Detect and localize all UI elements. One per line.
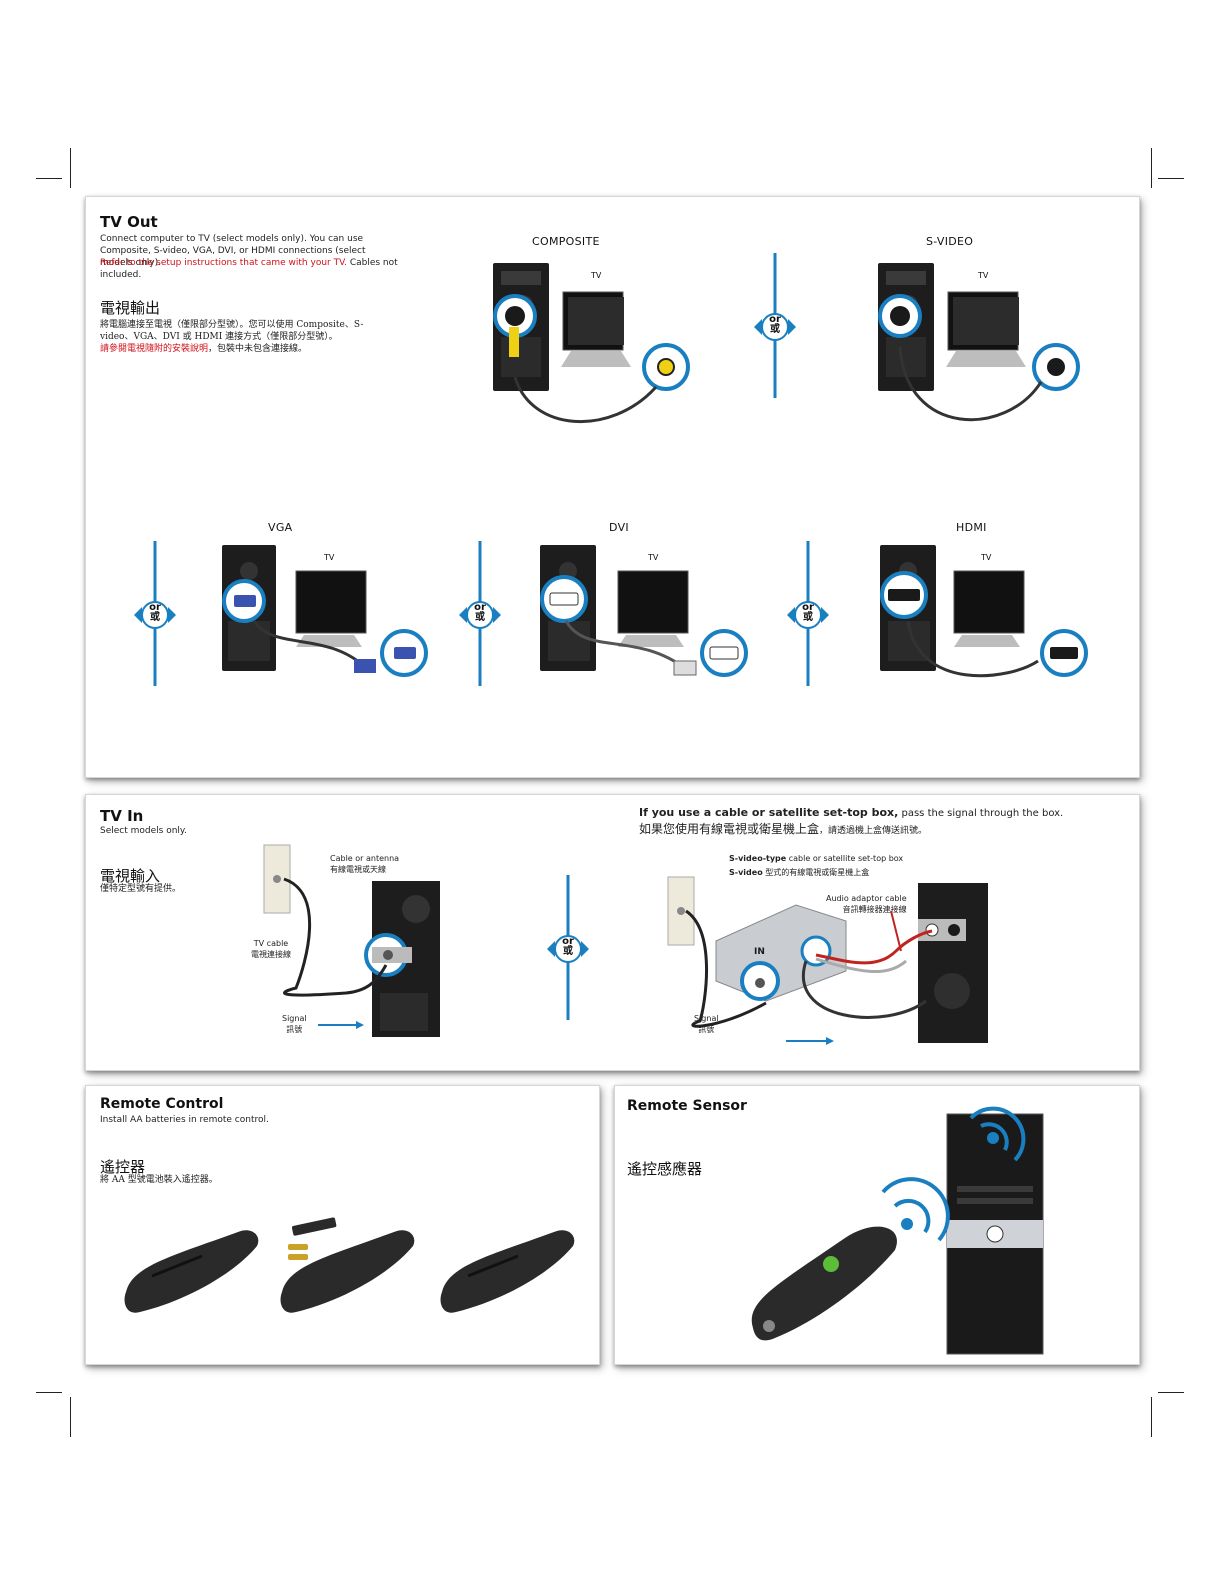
audio-adaptor-label: Audio adaptor cable 音訊轉接器連接線	[826, 893, 907, 915]
audio-adaptor-cn: 音訊轉接器連接線	[842, 905, 907, 914]
tv-cable-label: TV cable 電視連接線	[251, 938, 291, 960]
settop-bold: If you use a cable or satellite set-top …	[639, 806, 899, 819]
signal-en: Signal	[282, 1014, 307, 1023]
crop-mark	[1151, 1397, 1152, 1437]
or-text-cn: 或	[770, 324, 780, 335]
or-text-cn: 或	[563, 946, 573, 957]
vga-diagram	[222, 545, 428, 677]
tv-in-title-cn: 電視輸入	[100, 867, 161, 885]
remote-sensor-panel: Remote Sensor 遙控感應器	[614, 1085, 1140, 1365]
diagram-label-hdmi: HDMI	[956, 521, 987, 534]
or-text-cn: 或	[150, 612, 160, 623]
svideo-type-bold: S-video-type	[729, 854, 787, 863]
in-label: IN	[754, 947, 765, 957]
tv-out-panel: TV Out Connect computer to TV (select mo…	[85, 196, 1140, 778]
remote-sensor-illustration	[751, 1106, 1044, 1355]
cable-antenna-cn: 有線電視或天線	[330, 865, 386, 874]
crop-mark	[1151, 148, 1152, 188]
remote-control-desc: Install AA batteries in remote control.	[100, 1115, 269, 1125]
tv-out-desc: Connect computer to TV (select models on…	[100, 234, 366, 268]
svideo-cn-bold: S-video	[729, 868, 763, 877]
tv-out-note-cn-black: ，包裝中未包含連接線。	[208, 344, 308, 354]
or-text: or 或	[799, 603, 817, 623]
remote-control-desc-cn: 將 AA 型號電池裝入遙控器。	[100, 1175, 218, 1185]
tv-in-diagram	[263, 844, 440, 1037]
or-text: or 或	[471, 603, 489, 623]
or-text: or 或	[766, 315, 784, 335]
settop-diagram	[667, 876, 988, 1045]
or-text: or 或	[559, 937, 577, 957]
crop-mark	[1158, 1392, 1184, 1393]
tv-in-panel: TV In Select models only. 電視輸入 僅特定型號有提供。…	[85, 794, 1140, 1071]
settop-instruction-cn: 如果您使用有線電視或衛星機上盒，請透過機上盒傳送訊號。	[639, 823, 927, 837]
tv-label: TV	[591, 271, 602, 280]
svideo-cn-rest: 型式的有線電視或衛星機上盒	[762, 868, 870, 877]
tv-label: TV	[324, 553, 335, 562]
svideo-diagram	[878, 263, 1080, 422]
or-text-en: or	[149, 602, 161, 613]
crop-mark	[70, 148, 71, 188]
settop-cn-b: ，請透過機上盒傳送訊號。	[819, 826, 928, 836]
audio-adaptor-en: Audio adaptor cable	[826, 894, 907, 903]
or-divider	[547, 875, 589, 1020]
crop-mark	[1158, 178, 1184, 179]
diagram-label-svideo: S-VIDEO	[926, 235, 974, 248]
or-divider	[134, 541, 176, 686]
cable-antenna-label: Cable or antenna 有線電視或天線	[330, 853, 399, 875]
tv-in-title: TV In	[100, 807, 144, 825]
settop-rest: pass the signal through the box.	[898, 808, 1064, 819]
svideo-cn-label: S-video 型式的有線電視或衛星機上盒	[729, 867, 869, 879]
crop-mark	[70, 1397, 71, 1437]
or-text-en: or	[769, 314, 781, 325]
hdmi-diagram	[880, 545, 1088, 678]
or-text-en: or	[474, 602, 486, 613]
remote-control-title: Remote Control	[100, 1096, 224, 1112]
remote-battery-steps	[124, 1217, 575, 1313]
svideo-type-label: S-video-type cable or satellite set-top …	[729, 853, 903, 865]
settop-cn-a: 如果您使用有線電視或衛星機上盒	[639, 822, 820, 836]
or-divider	[754, 253, 796, 398]
tv-label: TV	[981, 553, 992, 562]
tv-cable-en: TV cable	[253, 939, 289, 948]
tv-out-note-cn-red: 請參閱電視隨附的安裝說明	[100, 344, 209, 354]
diagram-label-composite: COMPOSITE	[532, 235, 600, 248]
tv-cable-cn: 電視連接線	[251, 950, 291, 959]
tv-out-desc-cn: 將電腦連接至電視（僅限部分型號）。您可以使用 Composite、S-video…	[100, 320, 364, 342]
tv-label: TV	[648, 553, 659, 562]
tv-out-note: Refer to the setup instructions that cam…	[100, 257, 400, 281]
tv-out-title: TV Out	[100, 213, 158, 231]
signal-label: Signal 訊號	[282, 1013, 307, 1035]
signal-cn: 訊號	[286, 1025, 303, 1034]
svideo-type-rest: cable or satellite set-top box	[786, 854, 904, 863]
remote-control-title-cn: 遙控器	[100, 1158, 146, 1176]
or-divider	[459, 541, 501, 686]
tv-label: TV	[978, 271, 989, 280]
cable-antenna-en: Cable or antenna	[330, 854, 400, 863]
crop-mark	[36, 1392, 62, 1393]
signal-label: Signal 訊號	[694, 1013, 719, 1035]
or-text: or 或	[146, 603, 164, 623]
composite-diagram	[493, 263, 690, 424]
settop-instruction: If you use a cable or satellite set-top …	[639, 807, 1069, 820]
diagram-label-dvi: DVI	[609, 521, 629, 534]
signal-cn: 訊號	[698, 1025, 715, 1034]
tv-out-note-black: Cables not included.	[100, 258, 398, 280]
tv-in-desc: Select models only.	[100, 826, 187, 836]
dvi-diagram	[540, 545, 748, 677]
or-text-en: or	[562, 936, 574, 947]
tv-out-note-red: Refer to the setup instructions that cam…	[100, 258, 347, 268]
or-text-cn: 或	[803, 612, 813, 623]
remote-control-panel: Remote Control Install AA batteries in r…	[85, 1085, 600, 1365]
tv-out-note-cn: 請參閱電視隨附的安裝說明，包裝中未包含連接線。	[100, 343, 400, 355]
or-text-cn: 或	[475, 612, 485, 623]
or-divider	[787, 541, 829, 686]
tv-in-desc-cn: 僅特定型號有提供。	[100, 884, 182, 894]
tv-out-title-cn: 電視輸出	[100, 299, 161, 317]
remote-sensor-title-cn: 遙控感應器	[627, 1160, 703, 1178]
diagram-label-vga: VGA	[268, 521, 293, 534]
or-text-en: or	[802, 602, 814, 613]
signal-en: Signal	[694, 1014, 719, 1023]
remote-sensor-title: Remote Sensor	[627, 1098, 747, 1114]
crop-mark	[36, 178, 62, 179]
